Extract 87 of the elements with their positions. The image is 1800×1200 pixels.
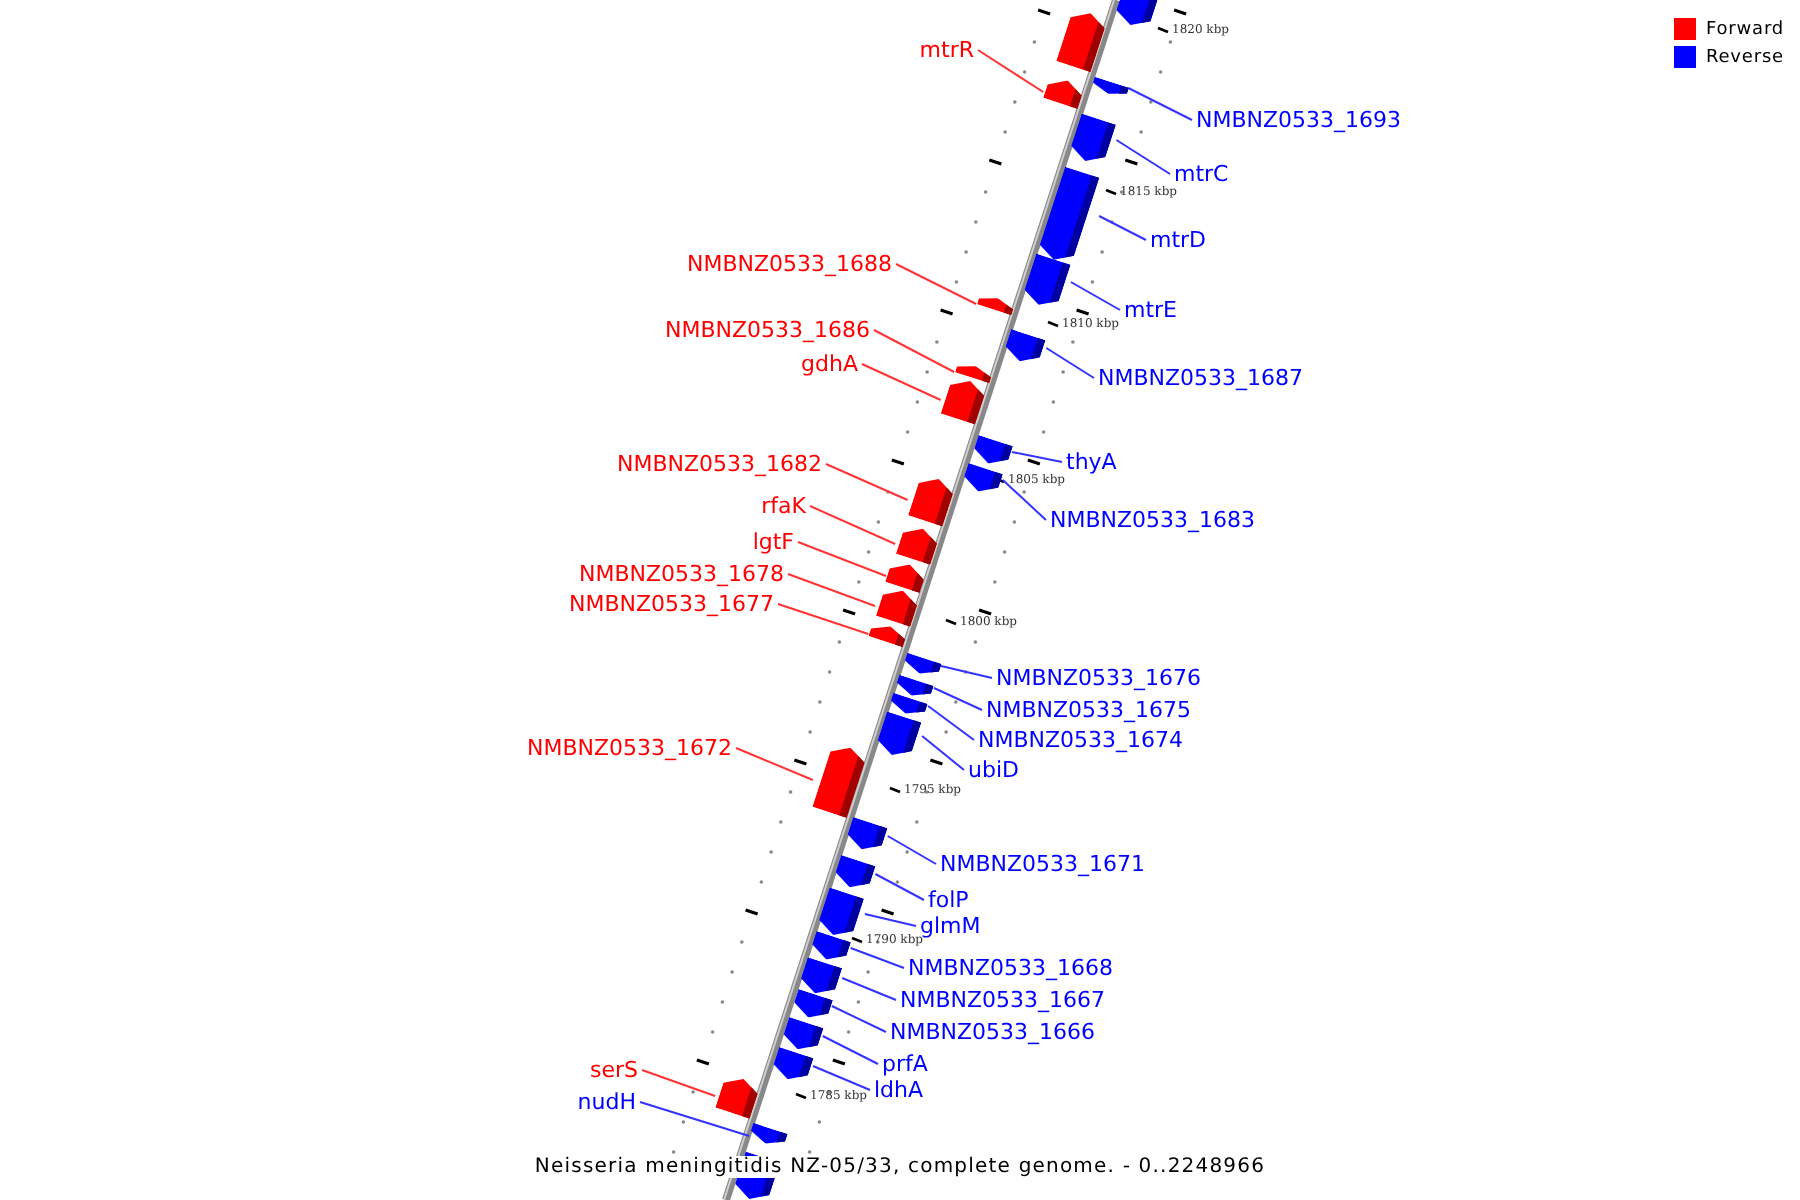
leader-line (927, 705, 975, 741)
gene-label: mtrD (1150, 227, 1207, 253)
gene-feature (1021, 253, 1071, 311)
gene-label: NMBNZ0533_1683 (1050, 507, 1256, 533)
gene-label: serS (589, 1057, 638, 1083)
leader-line (895, 263, 978, 305)
leader-line (863, 913, 917, 927)
gene-feature (885, 559, 928, 593)
gene-feature (809, 931, 851, 965)
leader-line (921, 735, 965, 771)
gene-feature (779, 1017, 823, 1055)
leader-line (1010, 451, 1063, 463)
gene-label: NMBNZ0533_1667 (900, 987, 1106, 1013)
leader-line (777, 603, 870, 635)
gene-label: NMBNZ0533_1672 (526, 735, 732, 761)
gene-label: NMBNZ0533_1674 (978, 727, 1184, 753)
leader-line (797, 541, 887, 577)
gene-label: rfaK (761, 493, 806, 519)
gene-label: glmM (920, 913, 981, 939)
gene-label: NMBNZ0533_1676 (996, 665, 1202, 691)
gene-label: NMBNZ0533_1666 (890, 1019, 1096, 1045)
gene-feature (970, 435, 1012, 469)
gene-label: folP (928, 887, 969, 913)
gene-feature (715, 1073, 761, 1119)
gene-label: NMBNZ0533_1682 (616, 451, 822, 477)
gene-feature (812, 742, 869, 818)
leader-line (830, 1005, 887, 1033)
gene-feature (1090, 76, 1129, 100)
leader-line (735, 747, 814, 781)
gene-label: NMBNZ0533_1671 (940, 851, 1146, 877)
leader-line (1127, 87, 1193, 121)
leader-line (932, 687, 983, 711)
gene-label: mtrE (1124, 297, 1178, 323)
leader-line (639, 1101, 751, 1137)
leader-line (821, 1035, 879, 1065)
gene-feature (954, 360, 993, 384)
leader-line (873, 329, 956, 373)
gene-feature (844, 817, 888, 855)
leader-line (1069, 281, 1121, 311)
gene-feature (961, 463, 1003, 497)
leader-line (1001, 479, 1047, 521)
gene-feature (790, 989, 832, 1023)
leader-line (787, 573, 876, 607)
leader-line (841, 977, 897, 1001)
leader-line (849, 947, 905, 969)
legend-label: Reverse (1706, 47, 1784, 67)
gene-feature (1112, 0, 1159, 31)
leader-line (861, 363, 942, 401)
gene-label: NMBNZ0533_1693 (1196, 107, 1402, 133)
gene-label: ldhA (874, 1077, 924, 1103)
leader-line (886, 835, 937, 865)
gene-feature (976, 292, 1015, 316)
leader-line (874, 873, 925, 901)
leader-line (1098, 215, 1147, 241)
gene-label: nudH (577, 1089, 636, 1115)
gene-feature (1003, 329, 1047, 367)
gene-label: NMBNZ0533_1687 (1098, 365, 1304, 391)
gene-label: ubiD (968, 757, 1019, 783)
leader-line (1045, 347, 1095, 379)
gene-label: NMBNZ0533_1677 (568, 591, 774, 617)
gene-label: prfA (882, 1051, 928, 1077)
gene-label: NMBNZ0533_1668 (908, 955, 1114, 981)
gene-label: thyA (1066, 449, 1117, 475)
gene-label: mtrR (919, 37, 974, 63)
leader-line (809, 505, 897, 545)
gene-label: NMBNZ0533_1678 (578, 561, 784, 587)
legend-label: Forward (1706, 19, 1784, 39)
leader-line (812, 1065, 871, 1091)
gene-feature (798, 957, 843, 999)
leader-line (940, 665, 993, 679)
leader-line (977, 49, 1045, 93)
gene-feature (907, 473, 956, 527)
gene-label: lgtF (752, 529, 794, 555)
gene-label: NMBNZ0533_1675 (986, 697, 1192, 723)
leader-line (641, 1069, 717, 1097)
caption: Neisseria meningitidis NZ-05/33, complete genome. - 0..2248966 (534, 1156, 1266, 1178)
gene-label: gdhA (801, 351, 858, 377)
gene-feature (770, 1047, 813, 1085)
gene-feature (895, 523, 940, 565)
gene-label: NMBNZ0533_1686 (664, 317, 870, 343)
leader-line (825, 463, 909, 501)
gene-label: mtrC (1174, 161, 1229, 187)
gene-feature (1068, 113, 1117, 167)
gene-feature (1043, 75, 1085, 109)
leader-line (1115, 139, 1171, 175)
gene-feature (832, 855, 876, 893)
gene-label: NMBNZ0533_1688 (686, 251, 892, 277)
